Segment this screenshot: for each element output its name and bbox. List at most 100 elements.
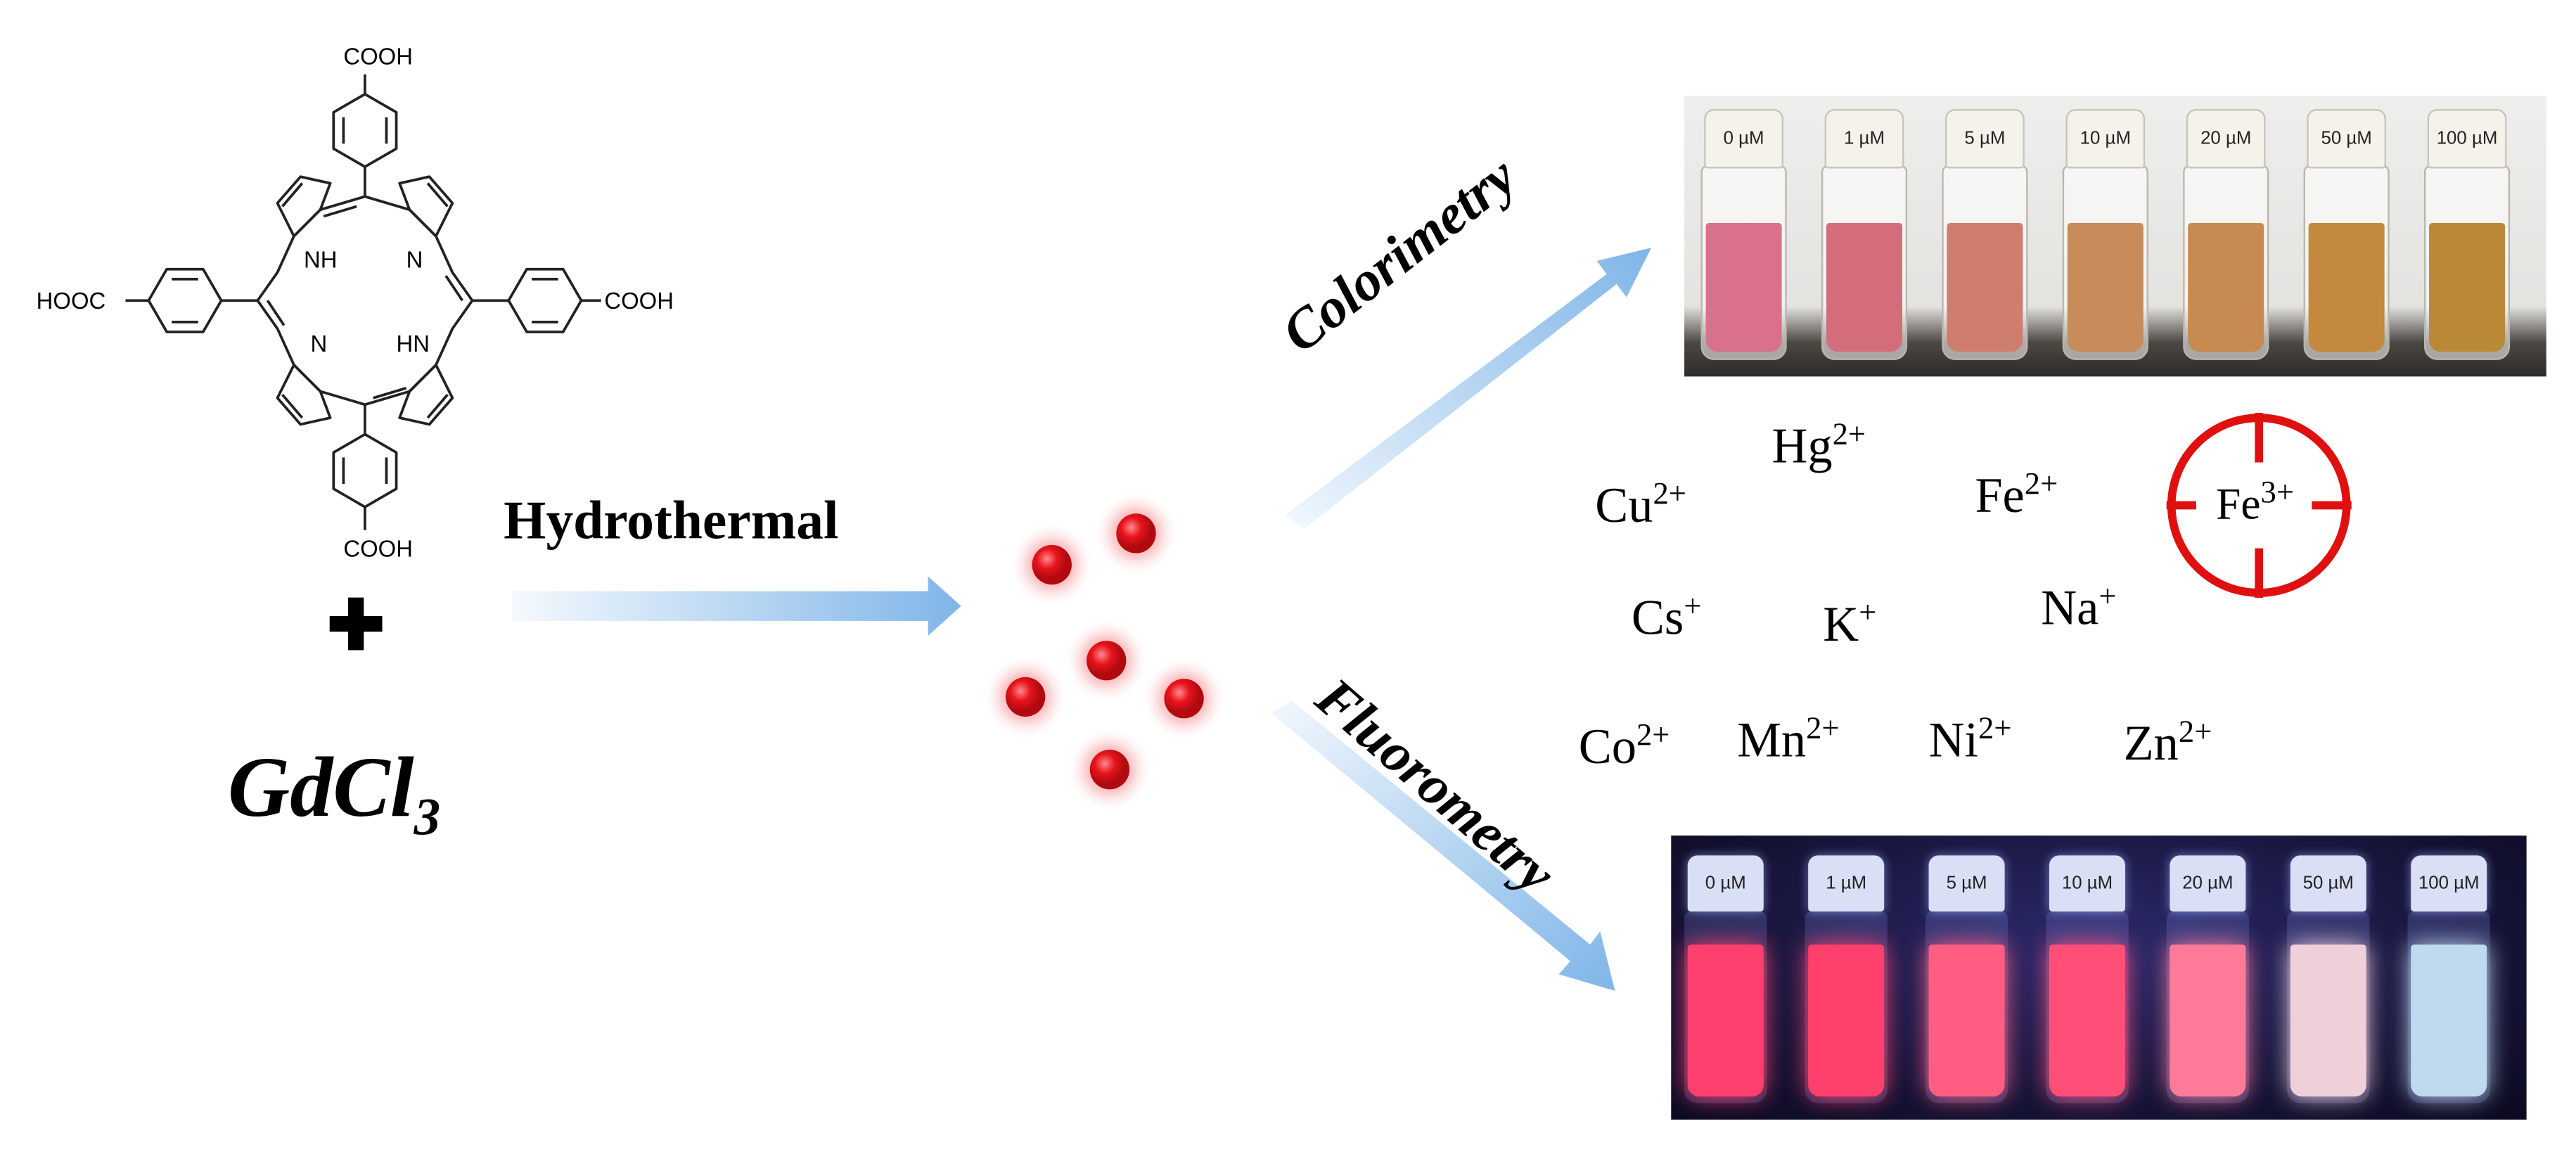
vial-concentration-label: 50 µM: [2321, 129, 2372, 149]
vial-liquid: [2308, 222, 2385, 352]
vial-glass: [2183, 165, 2269, 360]
color-vial: 1 µM: [1821, 108, 1908, 360]
vial-cap: 10 µM: [2065, 108, 2146, 169]
vial-glass: [2303, 165, 2390, 360]
vial-concentration-label: 50 µM: [2302, 873, 2354, 894]
hooc-left-label: HOOC: [37, 288, 106, 314]
vial-liquid: [1947, 222, 2023, 352]
vial-liquid: [2067, 222, 2144, 352]
ion-hg: Hg2+: [1771, 418, 1866, 474]
fe3-target-crosshair: [2166, 413, 2352, 598]
vial-cap: 10 µM: [2049, 855, 2126, 912]
vial-liquid: [2188, 222, 2264, 352]
cooh-bottom-label: COOH: [343, 535, 413, 561]
vial-concentration-label: 1 µM: [1826, 873, 1867, 894]
vial-concentration-label: 5 µM: [1964, 129, 2006, 149]
vial-concentration-label: 10 µM: [2080, 129, 2131, 149]
ion-ni: Ni2+: [1928, 712, 2012, 768]
vial-cap: 20 µM: [2186, 108, 2266, 169]
color-vial: 100 µM: [2424, 108, 2511, 360]
vial-cap: 50 µM: [2307, 108, 2387, 169]
fluor-vial: 1 µM: [1805, 855, 1888, 1103]
vial-concentration-label: 100 µM: [2436, 129, 2498, 149]
vial-glass: [1821, 165, 1908, 360]
ion-co: Co2+: [1578, 718, 1670, 775]
vial-glass: [2166, 911, 2250, 1103]
fluor-vial: 5 µM: [1925, 855, 2008, 1103]
carbon-dots: [982, 490, 1227, 813]
tcpp-molecule-structure: COOH COOH HOOC COOH NH N N HN: [37, 44, 674, 562]
vial-concentration-label: 0 µM: [1723, 129, 1764, 149]
carbon-dot: [1164, 679, 1204, 719]
vial-liquid: [1705, 222, 1782, 352]
cooh-right-label: COOH: [604, 288, 674, 314]
ion-k: K+: [1823, 596, 1877, 653]
carbon-dot: [1005, 677, 1046, 717]
vial-glass: [1925, 911, 2008, 1103]
vial-glass: [2407, 911, 2490, 1103]
vial-cap: 0 µM: [1704, 108, 1783, 169]
vial-liquid: [2411, 945, 2487, 1097]
fluorometry-vial-row: 0 µM 1 µM 5 µM 10 µM 20 µM 50 µM 100 µM: [1684, 855, 2527, 1120]
vial-glass: [2424, 165, 2511, 360]
ion-fe2: Fe2+: [1975, 467, 2058, 524]
gdcl3-label: GdCl3: [228, 740, 440, 848]
vial-glass: [2287, 911, 2370, 1103]
hn-bottom-label: HN: [397, 331, 430, 357]
ion-cu: Cu2+: [1595, 477, 1686, 534]
gdcl3-base: GdCl: [228, 741, 414, 836]
vial-concentration-label: 10 µM: [2061, 873, 2113, 894]
vial-concentration-label: 5 µM: [1946, 873, 1987, 894]
vial-cap: 1 µM: [1808, 855, 1885, 912]
vial-concentration-label: 0 µM: [1705, 873, 1746, 894]
vial-glass: [2062, 165, 2148, 360]
ion-fe3-target: Fe3+: [2216, 475, 2295, 529]
fluor-vial: 50 µM: [2287, 855, 2370, 1103]
hydrothermal-arrow: [511, 576, 961, 636]
vial-liquid: [2170, 945, 2246, 1097]
vial-liquid: [2049, 945, 2126, 1097]
ion-mn: Mn2+: [1737, 712, 1840, 768]
vial-cap: 100 µM: [2427, 108, 2507, 169]
color-vial: 20 µM: [2183, 108, 2269, 360]
vial-cap: 1 µM: [1824, 108, 1904, 169]
vial-glass: [1805, 911, 1888, 1103]
vial-concentration-label: 20 µM: [2200, 129, 2252, 149]
vial-liquid: [2290, 945, 2366, 1097]
vial-liquid: [2429, 222, 2506, 352]
vial-cap: 0 µM: [1687, 855, 1764, 912]
fluor-vial: 20 µM: [2166, 855, 2250, 1103]
fluorometry-arrow: [1271, 700, 1615, 991]
colorimetry-arrow: [1284, 248, 1652, 529]
vial-liquid: [1687, 945, 1764, 1097]
color-vial: 5 µM: [1942, 108, 2028, 360]
vial-concentration-label: 1 µM: [1844, 129, 1885, 149]
hydrothermal-label: Hydrothermal: [504, 492, 839, 552]
carbon-dot: [1116, 513, 1156, 553]
n-bottom-label: N: [310, 331, 327, 357]
vial-liquid: [1826, 222, 1903, 352]
vial-cap: 50 µM: [2290, 855, 2366, 912]
nh-top-label: NH: [304, 246, 337, 272]
color-vial: 50 µM: [2303, 108, 2390, 360]
carbon-dot: [1087, 641, 1127, 681]
colorimetry-vial-row: 0 µM 1 µM 5 µM 10 µM 20 µM 50 µM 100 µM: [1700, 108, 2544, 370]
fluor-vial: 10 µM: [2046, 855, 2129, 1103]
vial-liquid: [1808, 945, 1885, 1097]
color-vial: 10 µM: [2062, 108, 2148, 360]
fluor-vial: 0 µM: [1684, 855, 1767, 1103]
vial-glass: [1942, 165, 2028, 360]
ion-na: Na+: [2041, 580, 2117, 636]
cooh-top-label: COOH: [343, 44, 413, 70]
gdcl3-subscript: 3: [414, 786, 441, 847]
colorimetry-vial-photo: 0 µM 1 µM 5 µM 10 µM 20 µM 50 µM 100 µM: [1684, 96, 2546, 377]
ion-cs: Cs+: [1631, 589, 1702, 646]
carbon-dot: [1032, 544, 1072, 585]
vial-cap: 5 µM: [1945, 108, 2025, 169]
vial-glass: [1684, 911, 1767, 1103]
carbon-dot: [1089, 750, 1130, 790]
fluor-vial: 100 µM: [2407, 855, 2490, 1103]
vial-cap: 100 µM: [2411, 855, 2487, 912]
vial-concentration-label: 20 µM: [2182, 873, 2234, 894]
